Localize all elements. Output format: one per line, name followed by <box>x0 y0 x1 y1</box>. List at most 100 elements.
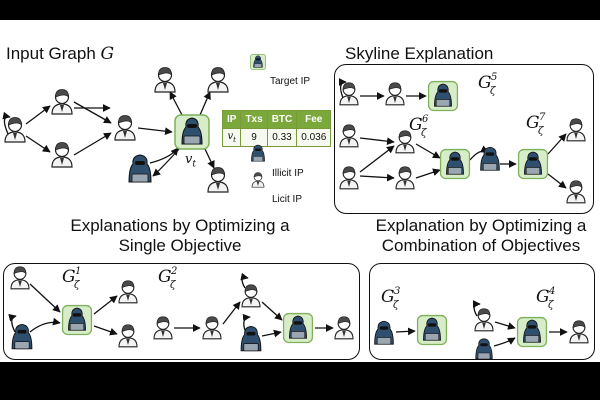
edge <box>240 272 249 289</box>
subgraph-label-g5: G <box>478 73 492 93</box>
edge <box>169 91 183 116</box>
combo-g4-target <box>516 316 548 348</box>
edge <box>493 337 516 347</box>
edge <box>415 143 441 159</box>
legend-target-icon <box>250 54 266 70</box>
combo-g4-licit-2 <box>569 320 589 344</box>
edge <box>25 135 51 153</box>
edge <box>547 173 567 189</box>
legend-illicit-icon <box>251 144 265 162</box>
subgraph-label-g5-sup: 5 <box>491 72 497 83</box>
single-g1-licit-2 <box>118 280 138 304</box>
combo-g4-licit-1 <box>474 308 494 332</box>
combo-g3-target <box>416 314 448 346</box>
single-g2-illicit <box>240 326 262 352</box>
edge <box>222 301 241 325</box>
input-illicit-node <box>128 154 152 183</box>
skyline-g7-licit-1 <box>566 118 586 142</box>
input-graph-title: Input Graph G <box>6 44 114 64</box>
edge <box>29 317 61 333</box>
skyline-g6-licit-1 <box>339 124 359 148</box>
subgraph-label-g2-sup: 2 <box>170 266 177 277</box>
edge <box>547 133 567 155</box>
subgraph-label-g3: G <box>381 287 395 307</box>
single-g1-licit-3 <box>118 324 138 348</box>
input-licit-node-7 <box>207 167 229 193</box>
input-licit-node-5 <box>154 67 176 93</box>
single-objective-title: Explanations by Optimizing a Single Obje… <box>70 216 290 255</box>
nodes <box>4 54 589 360</box>
edge <box>338 78 347 99</box>
edge <box>73 101 112 124</box>
edge <box>359 145 395 173</box>
legend-licit-label: Licit IP <box>272 194 303 205</box>
skyline-g7-target <box>517 148 549 180</box>
feature-table-header-row: IP Txs BTC Fee <box>221 110 332 129</box>
subgraph-label-g7-sup: 7 <box>539 112 546 123</box>
subgraph-label-g6-sub: ζ <box>421 128 427 139</box>
edge <box>8 313 17 333</box>
edge <box>359 137 395 146</box>
single-g2-licit-1 <box>153 316 173 340</box>
input-licit-node-4 <box>114 115 136 141</box>
subgraph-label-g3-sub: ζ <box>393 300 399 311</box>
edge <box>395 327 416 336</box>
combo-g4-illicit <box>475 338 493 360</box>
single-g2-licit-4 <box>334 316 354 340</box>
edge <box>137 127 173 136</box>
skyline-g5-licit-2 <box>385 82 405 106</box>
skyline-g7-illicit <box>480 146 500 171</box>
subgraph-label-g4: G <box>536 287 550 307</box>
feature-table-cell: 0.33 <box>266 128 298 147</box>
feature-table: IP Txs BTC Fee vt 9 0.33 0.036 <box>221 110 332 147</box>
subgraph-label-g6: G <box>409 115 423 135</box>
input-licit-node-3 <box>51 142 73 168</box>
single-g2-licit-2 <box>202 316 222 340</box>
edge <box>73 132 112 156</box>
skyline-title: Skyline Explanation <box>345 44 494 63</box>
edge <box>204 148 215 169</box>
skyline-box <box>334 64 594 214</box>
input-licit-node-6 <box>207 67 229 93</box>
feature-table-header: Txs <box>240 110 268 129</box>
single-g2-licit-3 <box>241 284 261 308</box>
single-g1-illicit <box>11 324 33 350</box>
subgraph-label-g3-sup: 3 <box>394 286 400 297</box>
subgraph-label-g5-sub: ζ <box>490 86 496 97</box>
input-licit-node-2 <box>51 89 73 115</box>
edge <box>199 91 211 116</box>
skyline-g7-licit-2 <box>566 180 586 204</box>
edge <box>25 105 51 125</box>
edge <box>93 295 118 315</box>
figure-canvas: Input Graph G Skyline Explanation Explan… <box>0 20 600 362</box>
skyline-g5-target <box>427 80 459 112</box>
edge <box>29 283 61 313</box>
feature-table-header: Fee <box>296 110 332 129</box>
edge <box>494 321 516 330</box>
combination-title: Explanation by Optimizing a Combination … <box>375 216 587 255</box>
input-graph-symbol: G <box>100 44 115 64</box>
edge <box>149 147 179 164</box>
skyline-g6-licit-3 <box>395 130 415 154</box>
edge <box>359 173 395 182</box>
subgraph-label-g7: G <box>526 113 540 133</box>
edge <box>261 301 283 321</box>
input-licit-node-1 <box>4 117 26 143</box>
legend-illicit-label: Illicit IP <box>272 168 304 179</box>
combo-g3-illicit <box>374 320 394 345</box>
edge <box>2 111 11 135</box>
feature-table-header: IP <box>221 110 242 129</box>
feature-table-value-row: vt 9 0.33 0.036 <box>221 128 332 147</box>
skyline-g6-target <box>439 148 471 180</box>
skyline-g6-licit-2 <box>339 166 359 190</box>
subgraph-label-g6-sup: 6 <box>422 114 429 125</box>
edge <box>415 168 441 179</box>
subgraph-label-g7-sub: ζ <box>538 126 544 137</box>
legend-target-label: Target IP <box>270 76 311 87</box>
input-target-node <box>174 114 210 150</box>
target-node-label: vt <box>185 152 196 170</box>
subgraph-label-g2: G <box>158 267 172 287</box>
